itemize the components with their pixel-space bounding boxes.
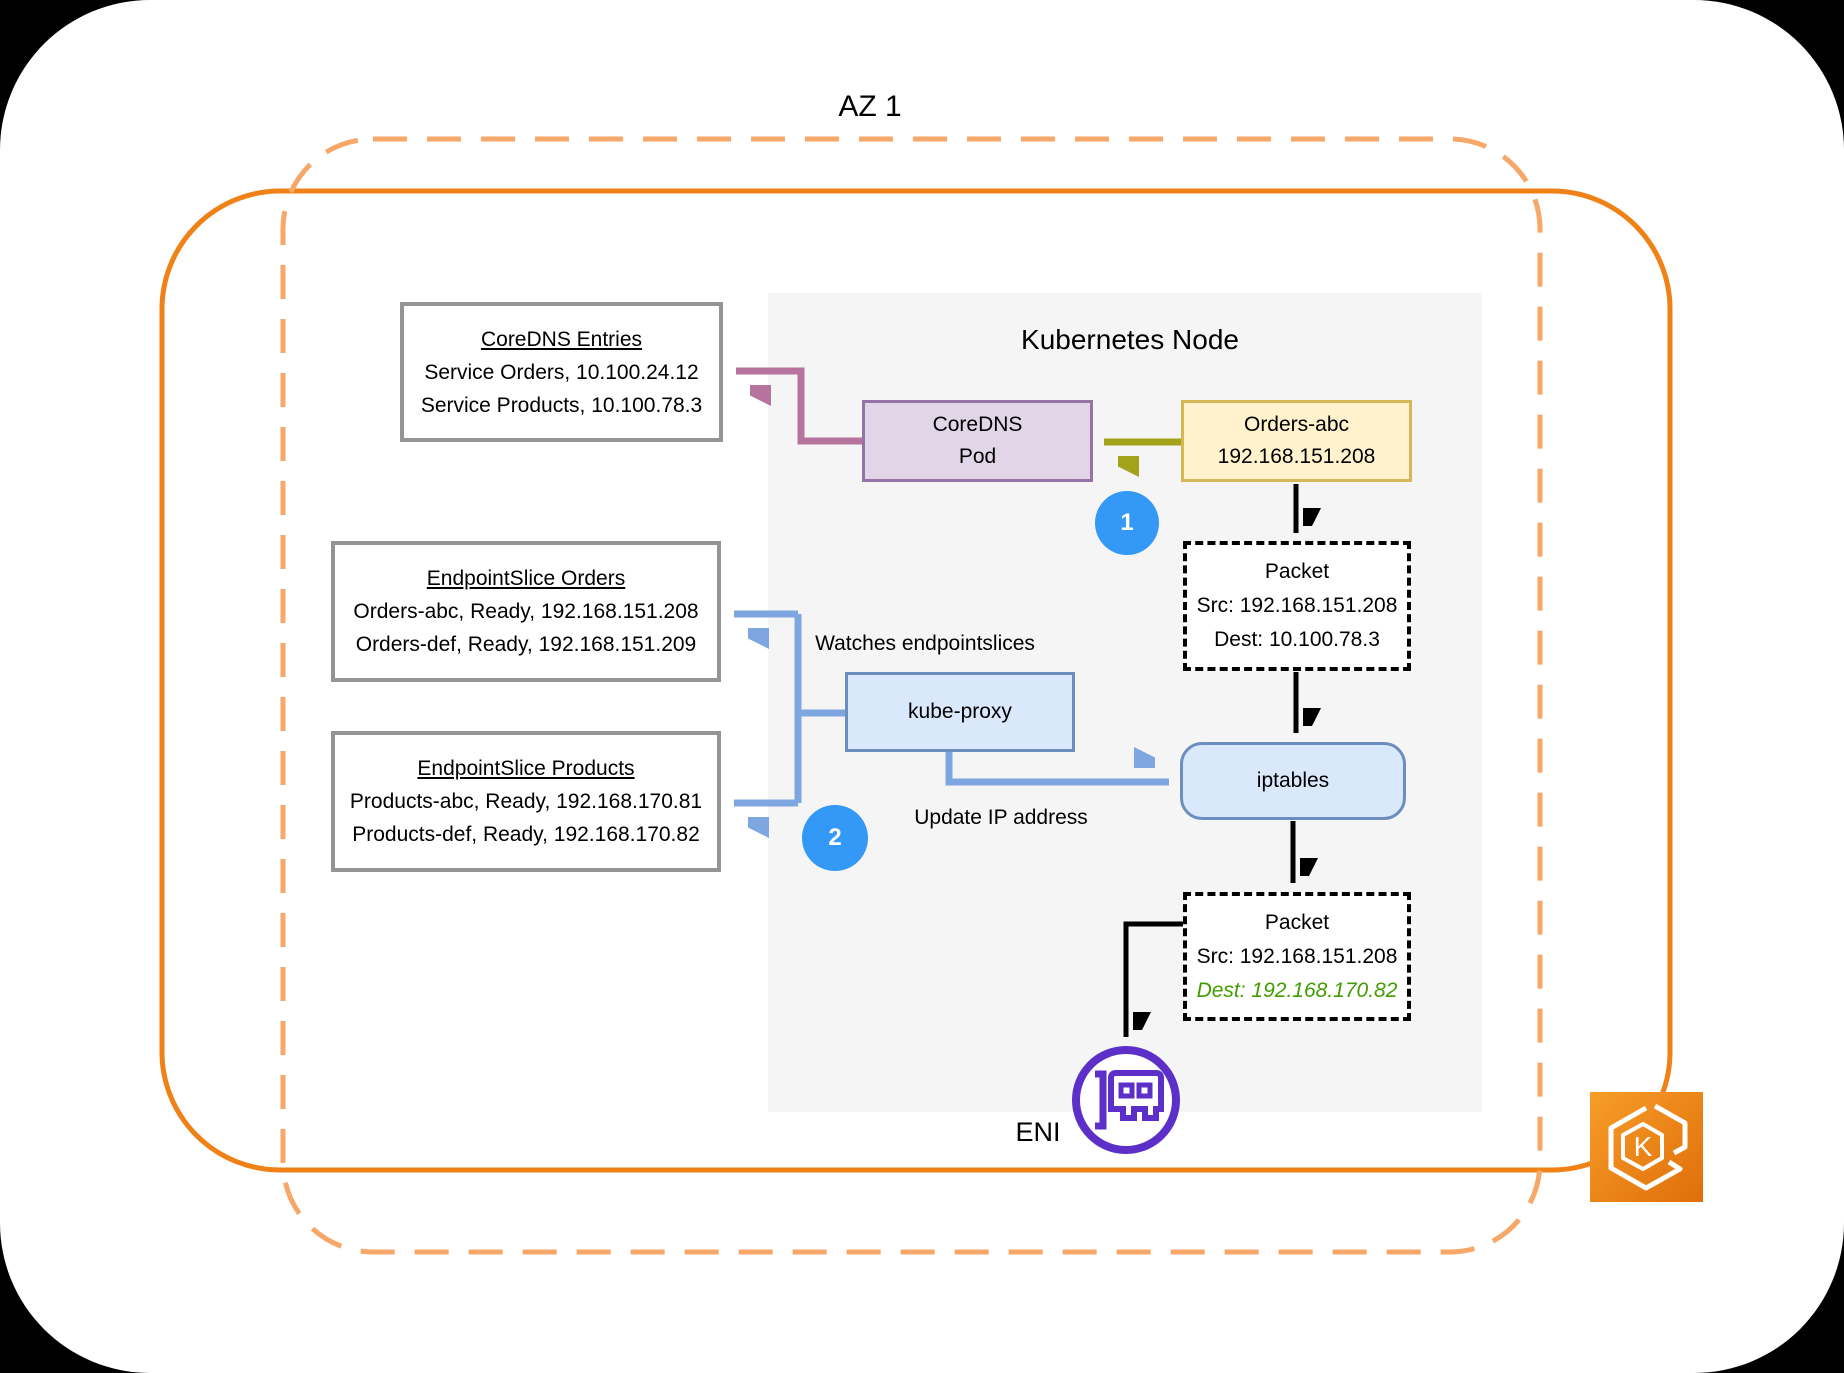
coredns-entries-box: CoreDNS Entries Service Orders, 10.100.2… [400,302,723,442]
endpointslice-orders-row: Orders-abc, Ready, 192.168.151.208 [353,600,699,623]
iptables-label: iptables [1256,769,1330,792]
orders-pod-line: 192.168.151.208 [1217,445,1376,468]
kubernetes-node-title: Kubernetes Node [1021,324,1239,355]
step-number: 1 [1120,509,1134,536]
eks-icon: K [1590,1092,1703,1202]
watches-endpointslices-label: Watches endpointslices [815,632,1035,655]
orders-pod-line: Orders-abc [1243,413,1350,436]
step-badge-1: 1 [1095,491,1159,555]
coredns-pod-box: CoreDNS Pod [862,400,1093,482]
kube-proxy-label: kube-proxy [908,700,1012,723]
eks-icon-letter: K [1634,1131,1653,1162]
az-label: AZ 1 [838,90,902,123]
endpointslice-orders-title: EndpointSlice Orders [426,567,626,590]
coredns-entries-row: Service Orders, 10.100.24.12 [424,360,699,384]
packet-title: Packet [1264,910,1330,934]
coredns-entries-title: CoreDNS Entries [480,327,643,351]
packet-dest-rewritten: Dest: 192.168.170.82 [1196,978,1398,1002]
step-badge-2: 2 [802,805,868,871]
packet-src: Src: 192.168.151.208 [1196,944,1398,968]
step-number: 2 [828,824,842,851]
iptables-box: iptables [1180,742,1406,820]
packet-after-box: Packet Src: 192.168.151.208 Dest: 192.16… [1183,892,1411,1021]
eni-label: ENI [1015,1117,1061,1147]
coredns-entries-row: Service Products, 10.100.78.3 [420,393,703,417]
coredns-pod-line: Pod [958,445,997,468]
kube-proxy-box: kube-proxy [845,672,1075,752]
endpointslice-products-row: Products-def, Ready, 192.168.170.82 [352,823,700,846]
packet-title: Packet [1264,560,1330,583]
coredns-pod-line: CoreDNS [932,413,1023,436]
packet-before-box: Packet Src: 192.168.151.208 Dest: 10.100… [1183,541,1411,671]
update-ip-label: Update IP address [914,806,1088,829]
endpointslice-orders-row: Orders-def, Ready, 192.168.151.209 [355,633,697,656]
endpointslice-products-row: Products-abc, Ready, 192.168.170.81 [349,790,703,813]
packet-dest: Dest: 10.100.78.3 [1214,628,1380,651]
eni-icon [1072,1046,1180,1154]
packet-src: Src: 192.168.151.208 [1196,594,1398,617]
endpointslice-orders-box: EndpointSlice Orders Orders-abc, Ready, … [331,541,721,682]
endpointslice-products-box: EndpointSlice Products Products-abc, Rea… [331,731,721,872]
orders-pod-box: Orders-abc 192.168.151.208 [1181,400,1412,482]
endpointslice-products-title: EndpointSlice Products [417,757,635,780]
